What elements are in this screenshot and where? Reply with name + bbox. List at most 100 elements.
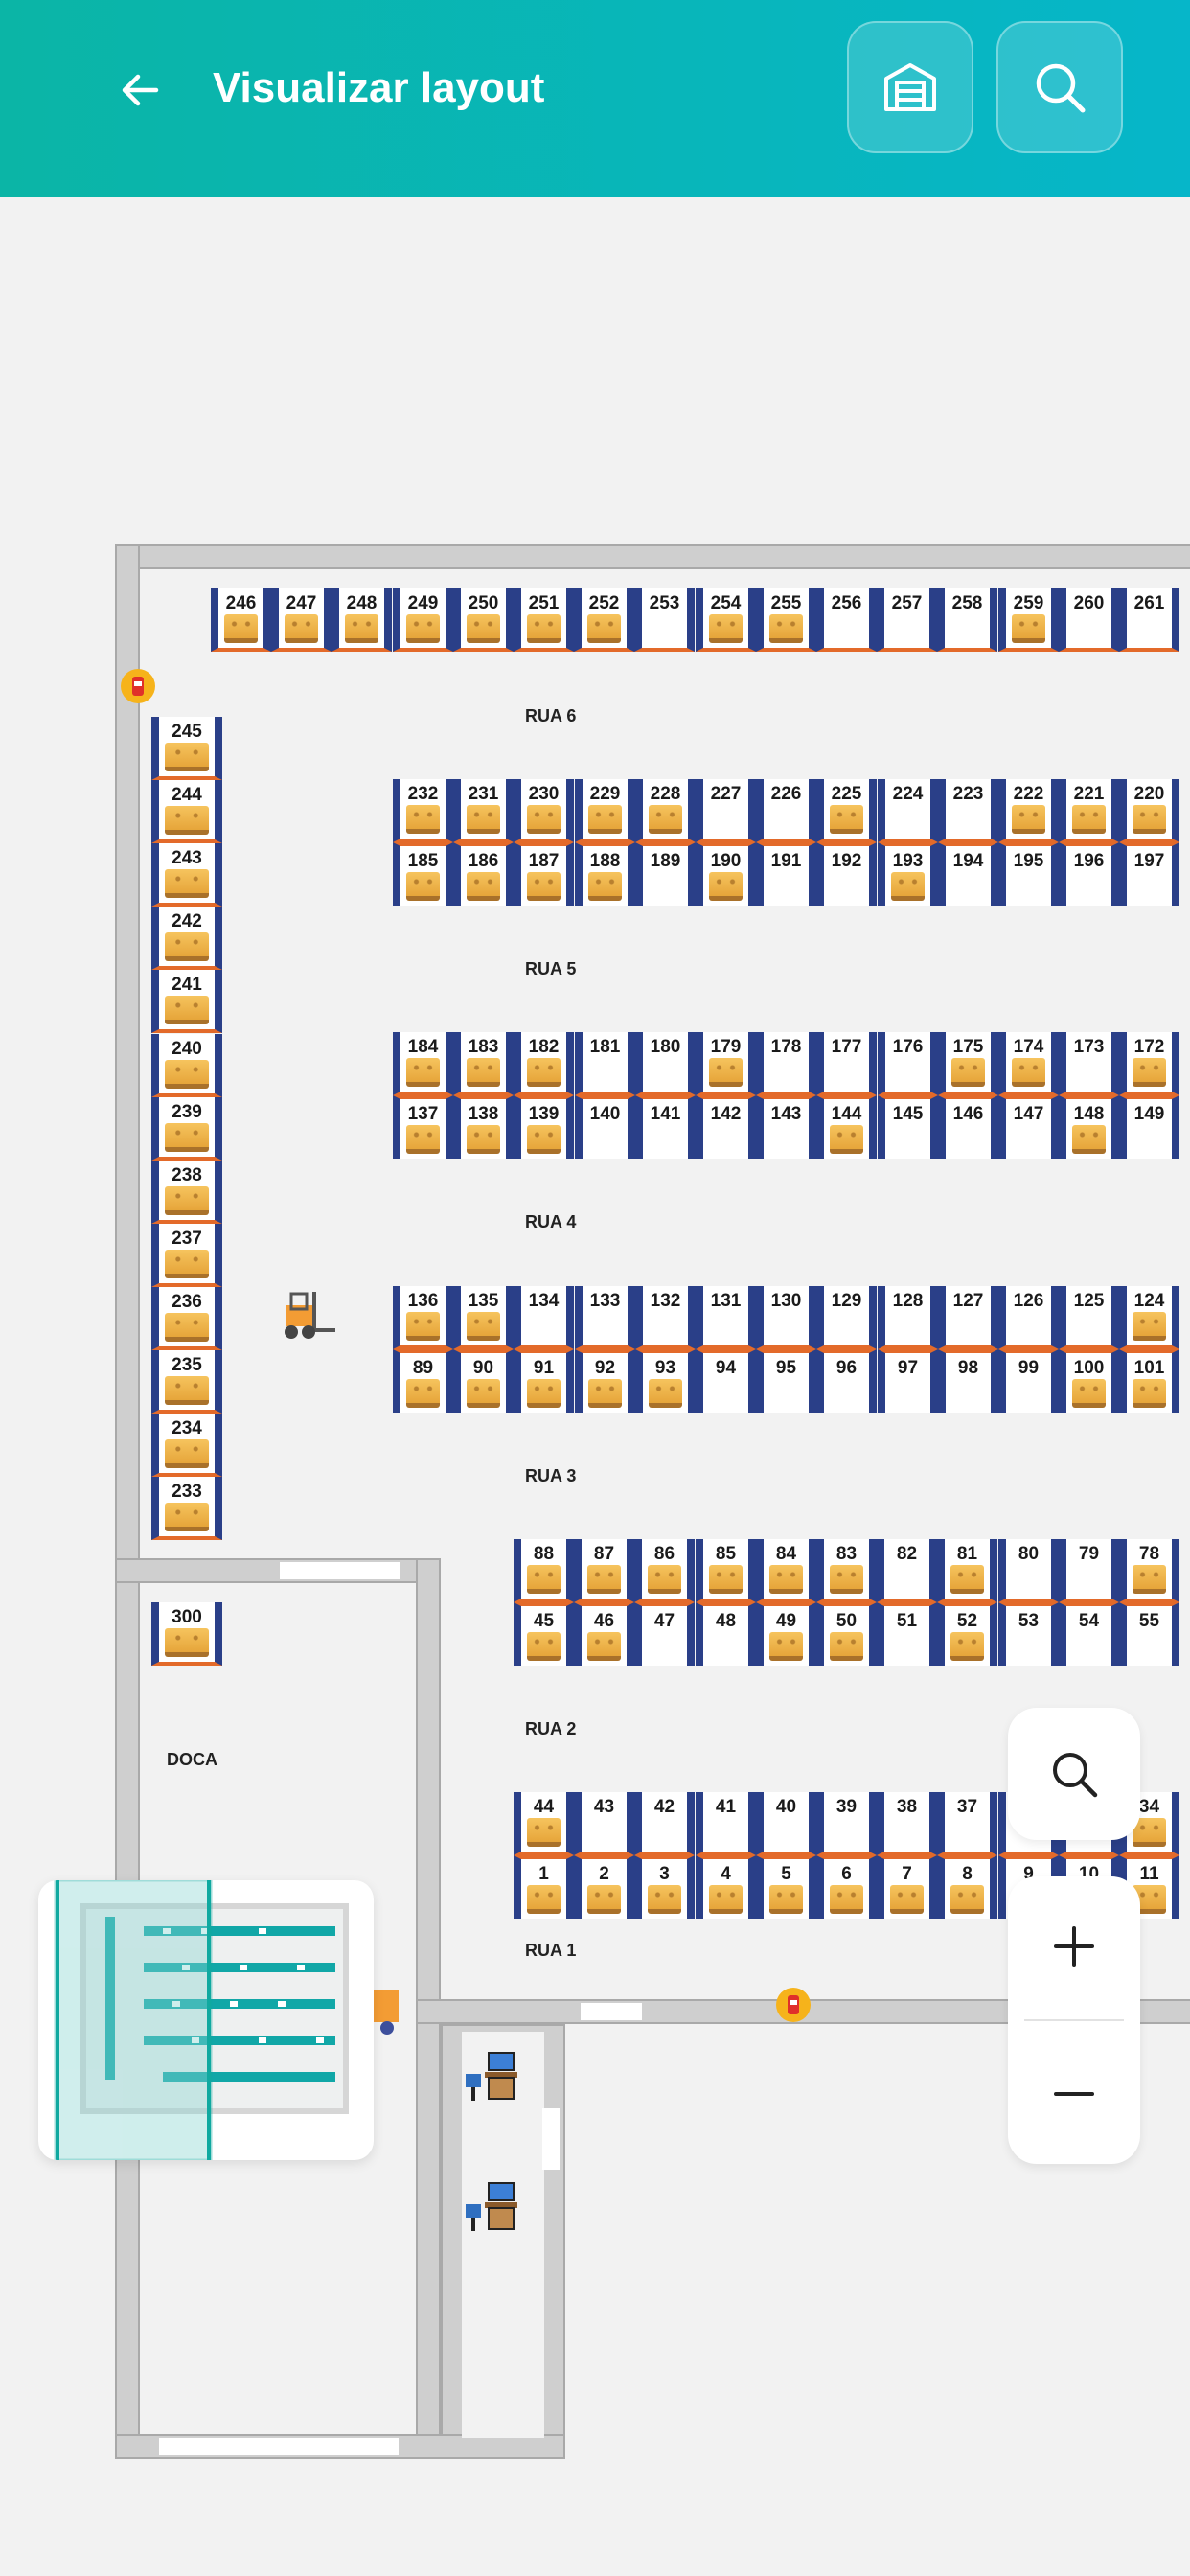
storage-slot[interactable]: 226	[756, 779, 816, 842]
storage-slot[interactable]: 84	[756, 1539, 816, 1602]
storage-slot[interactable]: 127	[938, 1286, 998, 1349]
header-search-button[interactable]	[996, 21, 1123, 153]
storage-slot[interactable]: 130	[756, 1286, 816, 1349]
storage-slot[interactable]: 187	[514, 842, 574, 906]
storage-slot[interactable]: 55	[1119, 1602, 1179, 1666]
storage-slot[interactable]: 232	[393, 779, 453, 842]
minimap[interactable]	[38, 1880, 374, 2160]
storage-slot[interactable]: 42	[634, 1792, 695, 1855]
storage-slot[interactable]: 49	[756, 1602, 816, 1666]
storage-slot[interactable]: 51	[877, 1602, 937, 1666]
storage-slot[interactable]: 134	[514, 1286, 574, 1349]
storage-slot[interactable]: 143	[756, 1095, 816, 1159]
storage-slot[interactable]: 7	[877, 1855, 937, 1919]
storage-slot[interactable]: 37	[937, 1792, 997, 1855]
storage-slot[interactable]: 100	[1059, 1349, 1119, 1413]
storage-slot[interactable]: 3	[634, 1855, 695, 1919]
storage-slot[interactable]: 53	[998, 1602, 1059, 1666]
storage-slot[interactable]: 228	[635, 779, 696, 842]
storage-slot[interactable]: 82	[877, 1539, 937, 1602]
storage-slot[interactable]: 178	[756, 1032, 816, 1095]
storage-slot[interactable]: 230	[514, 779, 574, 842]
storage-slot[interactable]: 183	[453, 1032, 514, 1095]
storage-slot[interactable]: 231	[453, 779, 514, 842]
storage-slot[interactable]: 246	[211, 588, 271, 652]
storage-slot[interactable]: 256	[816, 588, 877, 652]
storage-slot[interactable]: 145	[878, 1095, 938, 1159]
storage-slot[interactable]: 1	[514, 1855, 574, 1919]
storage-slot[interactable]: 5	[756, 1855, 816, 1919]
storage-slot[interactable]: 97	[878, 1349, 938, 1413]
storage-slot[interactable]: 245	[151, 717, 222, 780]
storage-slot[interactable]: 47	[634, 1602, 695, 1666]
storage-slot[interactable]: 250	[453, 588, 514, 652]
storage-slot[interactable]: 248	[332, 588, 392, 652]
storage-slot[interactable]: 52	[937, 1602, 997, 1666]
storage-slot[interactable]: 38	[877, 1792, 937, 1855]
storage-slot[interactable]: 236	[151, 1287, 222, 1350]
storage-slot[interactable]: 39	[816, 1792, 877, 1855]
zoom-out-button[interactable]	[1008, 2027, 1140, 2161]
storage-slot[interactable]: 2	[574, 1855, 634, 1919]
storage-slot[interactable]: 83	[816, 1539, 877, 1602]
storage-slot[interactable]: 259	[998, 588, 1059, 652]
storage-slot[interactable]: 243	[151, 843, 222, 907]
storage-slot[interactable]: 81	[937, 1539, 997, 1602]
storage-slot[interactable]: 233	[151, 1477, 222, 1540]
storage-slot[interactable]: 40	[756, 1792, 816, 1855]
storage-slot[interactable]: 50	[816, 1602, 877, 1666]
storage-slot[interactable]: 93	[635, 1349, 696, 1413]
storage-slot[interactable]: 257	[877, 588, 937, 652]
storage-slot[interactable]: 99	[998, 1349, 1059, 1413]
storage-slot[interactable]: 242	[151, 907, 222, 970]
storage-slot[interactable]: 95	[756, 1349, 816, 1413]
storage-slot[interactable]: 140	[575, 1095, 635, 1159]
storage-slot[interactable]: 144	[816, 1095, 877, 1159]
storage-slot[interactable]: 80	[998, 1539, 1059, 1602]
storage-slot[interactable]: 252	[574, 588, 634, 652]
storage-slot[interactable]: 180	[635, 1032, 696, 1095]
storage-slot[interactable]: 86	[634, 1539, 695, 1602]
warehouse-button[interactable]	[847, 21, 973, 153]
storage-slot[interactable]: 186	[453, 842, 514, 906]
storage-slot[interactable]: 137	[393, 1095, 453, 1159]
storage-slot[interactable]: 220	[1119, 779, 1179, 842]
storage-slot[interactable]: 239	[151, 1097, 222, 1161]
storage-slot[interactable]: 146	[938, 1095, 998, 1159]
storage-slot[interactable]: 136	[393, 1286, 453, 1349]
storage-slot[interactable]: 189	[635, 842, 696, 906]
storage-slot[interactable]: 182	[514, 1032, 574, 1095]
storage-slot[interactable]: 194	[938, 842, 998, 906]
storage-slot[interactable]: 258	[937, 588, 997, 652]
storage-slot[interactable]: 6	[816, 1855, 877, 1919]
zoom-in-button[interactable]	[1008, 1879, 1140, 2013]
storage-slot[interactable]: 184	[393, 1032, 453, 1095]
storage-slot[interactable]: 300	[151, 1602, 222, 1666]
storage-slot[interactable]: 133	[575, 1286, 635, 1349]
storage-slot[interactable]: 147	[998, 1095, 1059, 1159]
storage-slot[interactable]: 251	[514, 588, 574, 652]
storage-slot[interactable]: 141	[635, 1095, 696, 1159]
storage-slot[interactable]: 223	[938, 779, 998, 842]
storage-slot[interactable]: 224	[878, 779, 938, 842]
storage-slot[interactable]: 124	[1119, 1286, 1179, 1349]
storage-slot[interactable]: 181	[575, 1032, 635, 1095]
storage-slot[interactable]: 244	[151, 780, 222, 843]
storage-slot[interactable]: 175	[938, 1032, 998, 1095]
storage-slot[interactable]: 192	[816, 842, 877, 906]
storage-slot[interactable]: 176	[878, 1032, 938, 1095]
storage-slot[interactable]: 173	[1059, 1032, 1119, 1095]
storage-slot[interactable]: 8	[937, 1855, 997, 1919]
storage-slot[interactable]: 249	[393, 588, 453, 652]
storage-slot[interactable]: 261	[1119, 588, 1179, 652]
storage-slot[interactable]: 92	[575, 1349, 635, 1413]
storage-slot[interactable]: 135	[453, 1286, 514, 1349]
storage-slot[interactable]: 185	[393, 842, 453, 906]
storage-slot[interactable]: 78	[1119, 1539, 1179, 1602]
storage-slot[interactable]: 89	[393, 1349, 453, 1413]
storage-slot[interactable]: 132	[635, 1286, 696, 1349]
storage-slot[interactable]: 4	[696, 1855, 756, 1919]
storage-slot[interactable]: 260	[1059, 588, 1119, 652]
storage-slot[interactable]: 227	[696, 779, 756, 842]
storage-slot[interactable]: 238	[151, 1161, 222, 1224]
